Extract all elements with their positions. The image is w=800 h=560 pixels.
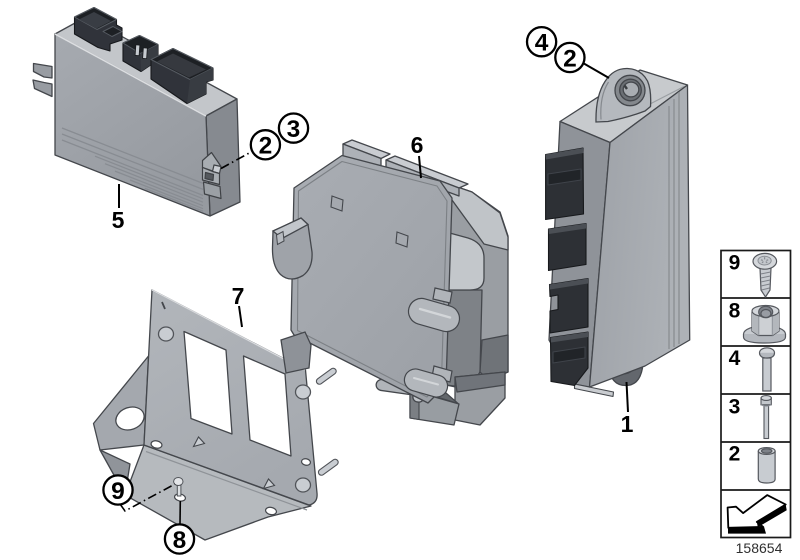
svg-text:4: 4 [729,347,741,370]
svg-text:8: 8 [173,527,187,554]
svg-text:3: 3 [729,395,741,418]
svg-text:5: 5 [112,207,125,233]
svg-text:2: 2 [563,45,577,72]
svg-text:9: 9 [729,251,741,274]
svg-text:1: 1 [621,411,634,437]
svg-text:8: 8 [729,299,741,322]
svg-text:4: 4 [535,30,549,57]
svg-text:9: 9 [111,478,125,505]
svg-text:158654: 158654 [736,540,783,556]
svg-text:6: 6 [411,132,424,158]
svg-text:2: 2 [259,133,273,160]
svg-text:7: 7 [232,283,245,309]
svg-text:3: 3 [287,116,301,143]
svg-text:2: 2 [729,442,741,465]
